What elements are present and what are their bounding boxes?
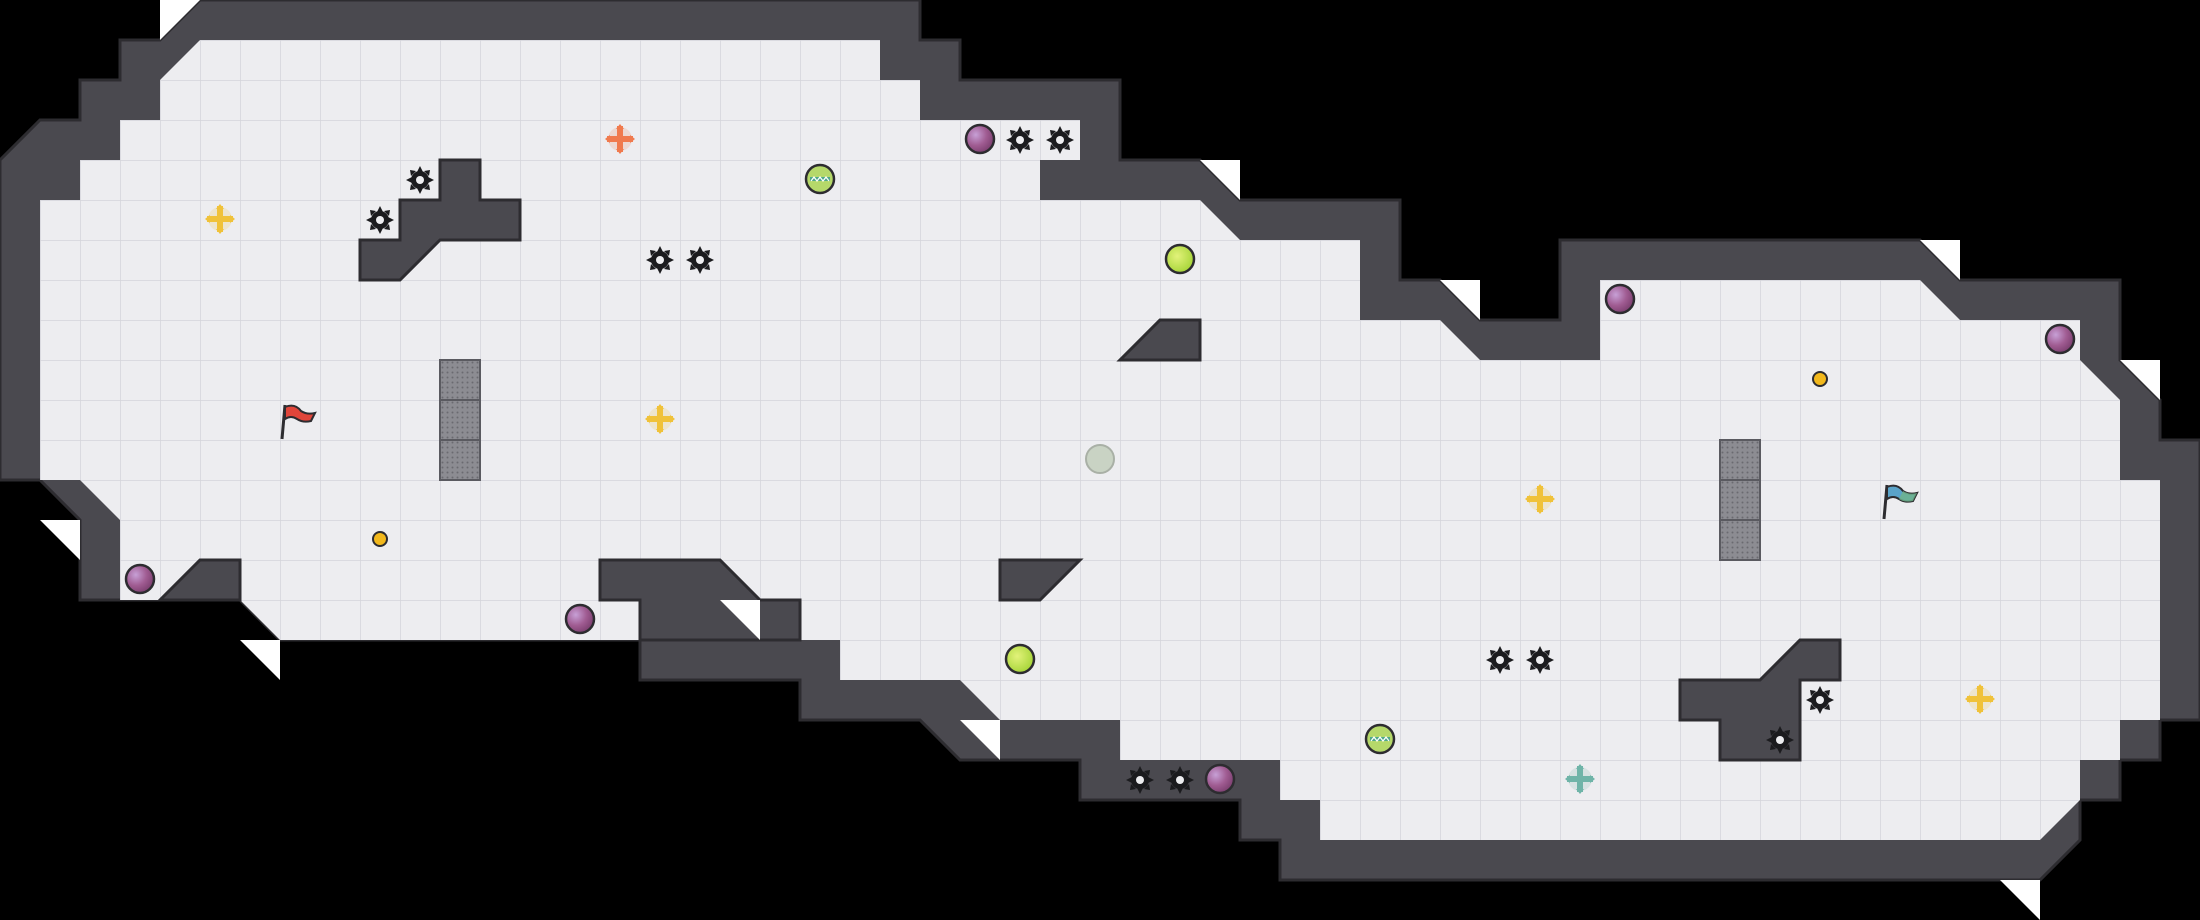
spike-gear-icon [1806,686,1834,714]
cross-pickup-icon [605,124,635,154]
spike-gear-icon [1126,766,1154,794]
grate-column-left [439,359,481,481]
start-flag-icon [280,404,317,440]
spike-gear-icon [686,246,714,274]
striped-orb-icon [1364,723,1396,755]
grate-column-right [1719,439,1761,561]
cross-pickup-group [205,124,1995,794]
striped-orb-group [804,163,1396,755]
ghost-orb-icon [1085,444,1115,474]
wall-island-right [1678,638,1842,762]
spike-gear-icon [1166,766,1194,794]
purple-orb-icon [1204,763,1236,795]
spike-gear-icon [646,246,674,274]
spike-gear-icon [1486,646,1514,674]
cross-pickup-icon [1565,764,1595,794]
level-floor [40,40,2160,840]
purple-orb-icon [564,603,596,635]
purple-orb-icon [964,123,996,155]
striped-orb-icon [804,163,836,195]
spike-gear-icon [1006,126,1034,154]
coin-icon [372,531,388,547]
level-floor-lobe [40,440,120,480]
wall-lower-left [156,558,242,602]
spike-gear-icon [1766,726,1794,754]
cross-pickup-icon [645,404,675,434]
lime-orb-icon [1004,643,1036,675]
cross-pickup-icon [1525,484,1555,514]
coin-group [372,371,1828,547]
wall-ramp-lower [998,558,1084,602]
spike-gear-icon [366,206,394,234]
purple-orb-icon [1604,283,1636,315]
spike-gear-icon [1526,646,1554,674]
spike-gear-icon [1046,126,1074,154]
purple-orb-icon [124,563,156,595]
purple-orb-icon [2044,323,2076,355]
wall-highlights [40,0,2160,920]
lime-orb-icon [1164,243,1196,275]
cross-pickup-icon [205,204,235,234]
wall-island-topleft [358,158,522,282]
purple-orb-group [124,123,2076,795]
spike-gear-icon [406,166,434,194]
wall-ramp-center [1116,318,1202,362]
coin-icon [1812,371,1828,387]
lime-orb-group [1004,243,1196,675]
goal-flag-icon [1882,484,1919,520]
cross-pickup-icon [1965,684,1995,714]
